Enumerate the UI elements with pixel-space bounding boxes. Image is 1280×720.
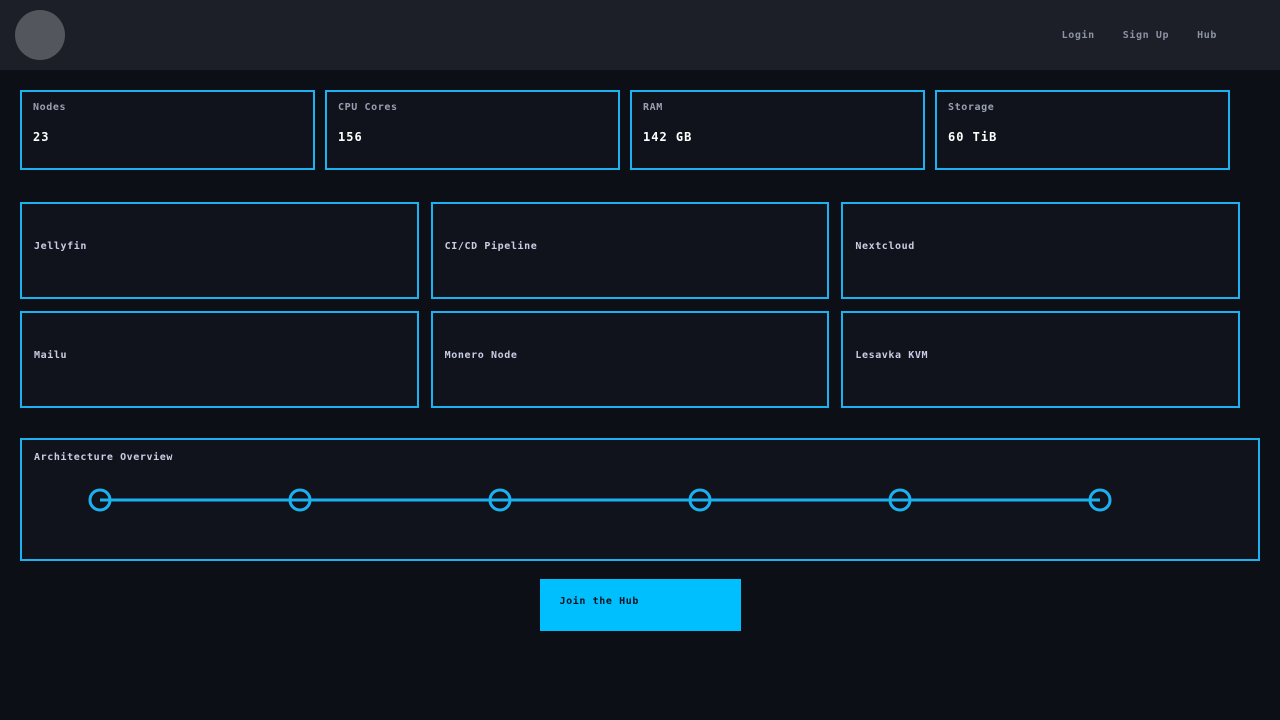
service-name: Monero Node (444, 349, 518, 361)
architecture-panel: Architecture Overview (20, 438, 1260, 561)
services-grid: Jellyfin CI/CD Pipeline Nextcloud Mailu … (20, 202, 1240, 408)
service-name: Jellyfin (34, 240, 87, 252)
service-card-nextcloud[interactable]: Nextcloud (841, 202, 1240, 299)
stat-label: RAM (643, 102, 663, 113)
diagram-node-circle (888, 488, 912, 512)
service-card-cicd-pipeline[interactable]: CI/CD Pipeline (430, 202, 830, 299)
stat-label: Storage (948, 102, 995, 113)
diagram-node-circle (288, 488, 312, 512)
header: Login Sign Up Hub (0, 0, 1280, 71)
service-card-lesavka-kvm[interactable]: Lesavka KVM (841, 311, 1240, 408)
stat-card-storage: Storage 60 TiB (935, 90, 1230, 170)
diagram-node-circle (688, 488, 712, 512)
service-card-monero-node[interactable]: Monero Node (430, 311, 830, 408)
service-name: Mailu (34, 349, 68, 361)
avatar[interactable] (15, 10, 65, 60)
stat-value: 60 TiB (948, 130, 998, 144)
nav-link-signup[interactable]: Sign Up (1122, 29, 1170, 41)
architecture-title: Architecture Overview (34, 452, 174, 463)
stat-label: CPU Cores (338, 102, 398, 113)
stat-value: 156 (338, 130, 363, 144)
stat-label: Nodes (33, 102, 67, 113)
service-name: Nextcloud (855, 240, 915, 252)
stats-row: Nodes 23 CPU Cores 156 RAM 142 GB Storag… (20, 90, 1230, 170)
stat-card-nodes: Nodes 23 (20, 90, 315, 170)
stat-value: 23 (33, 130, 50, 144)
stat-card-cpu-cores: CPU Cores 156 (325, 90, 620, 170)
nav-link-hub[interactable]: Hub (1197, 29, 1217, 41)
nav: Login Sign Up Hub (1062, 30, 1280, 41)
architecture-diagram (88, 488, 1112, 512)
service-name: CI/CD Pipeline (444, 240, 538, 252)
stat-card-ram: RAM 142 GB (630, 90, 925, 170)
nav-link-login[interactable]: Login (1061, 29, 1095, 41)
service-name: Lesavka KVM (855, 349, 929, 361)
diagram-node-circle (488, 488, 512, 512)
cta-container: Join the Hub (0, 579, 1280, 631)
stat-value: 142 GB (643, 130, 693, 144)
service-card-mailu[interactable]: Mailu (20, 311, 419, 408)
join-hub-button[interactable]: Join the Hub (539, 579, 741, 631)
diagram-node-circle (1088, 488, 1112, 512)
diagram-node-circle (88, 488, 112, 512)
service-card-jellyfin[interactable]: Jellyfin (20, 202, 419, 299)
